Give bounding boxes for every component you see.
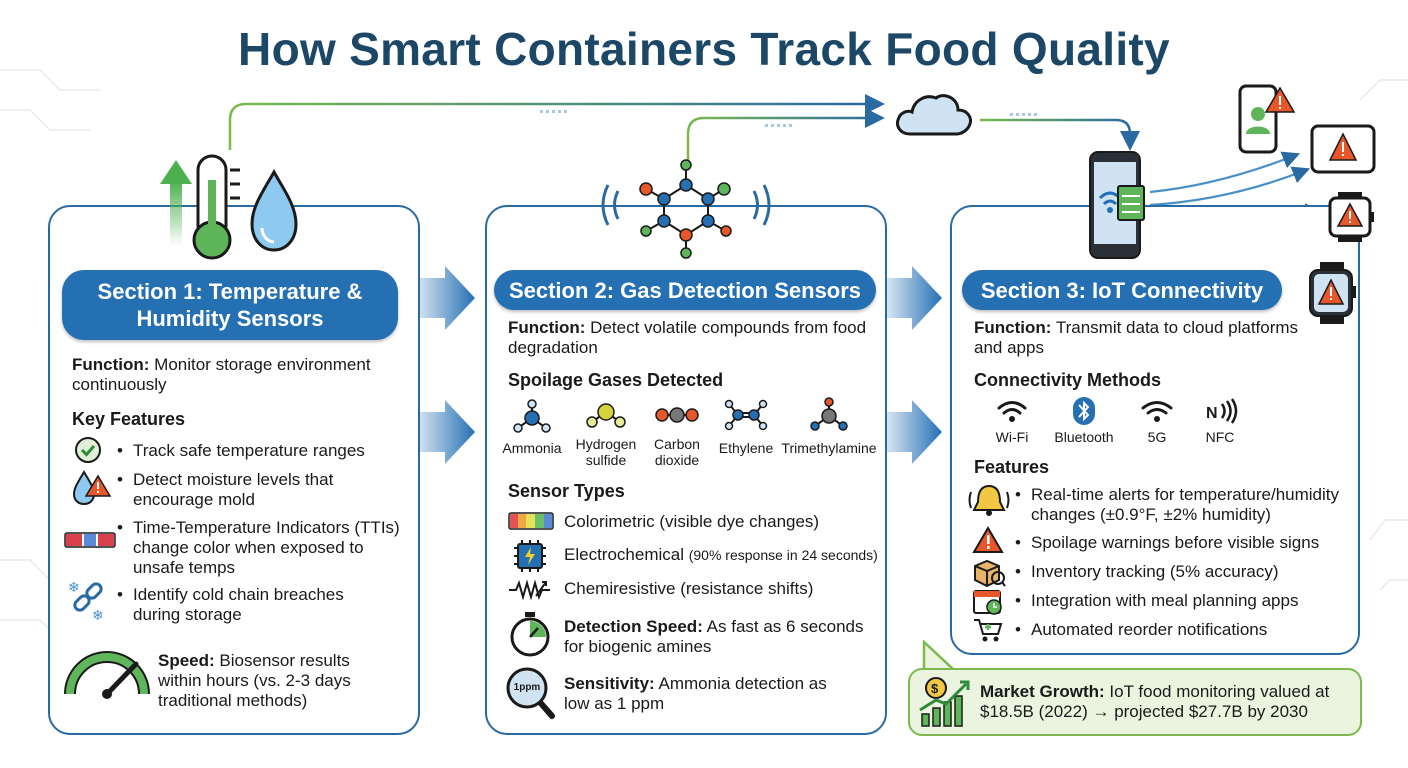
market-growth-callout (908, 668, 1362, 736)
flow-arrow-4 (875, 400, 942, 464)
5g-signal-icon (1141, 401, 1173, 422)
smartwatch-alert-icon (1309, 262, 1356, 324)
section3-connectivity-header: Connectivity Methods (974, 370, 1162, 390)
svg-text:❄: ❄ (92, 608, 104, 622)
gas-label-trimethylamine: Trimethylamine (781, 440, 877, 456)
gas-label-hydrogen-sulfide: Hydrogen sulfide (575, 436, 637, 468)
svg-text:$: $ (931, 681, 939, 696)
tti-strip-icon (64, 532, 116, 548)
inventory-box-icon (974, 559, 1006, 588)
ammonia-molecule-icon (513, 399, 551, 433)
growth-chart-icon: $ (919, 677, 970, 727)
cart-icon (974, 619, 1003, 642)
speed-gauge-icon (64, 651, 150, 699)
flow-arrow-3 (875, 266, 942, 330)
method-label-5g: 5G (1147, 429, 1167, 445)
sensor-type-chemiresistive: Chemiresistive (resistance shifts) (564, 579, 814, 598)
flow-arrow-1 (405, 266, 475, 330)
wifi-icon (997, 401, 1027, 422)
trimethylamine-molecule-icon (810, 397, 848, 431)
gas-molecule-signal-icon (601, 159, 771, 259)
warning-icon (972, 526, 1004, 553)
hydrogen-sulfide-molecule-icon (586, 403, 626, 428)
section2-sensor-types-header: Sensor Types (508, 481, 625, 501)
section3-feature-2: Spoilage warnings before visible signs (1015, 533, 1356, 553)
section3-feature-1: Real-time alerts for temperature/humidit… (1015, 485, 1356, 525)
method-label-wifi: Wi-Fi (995, 429, 1029, 445)
section2-gases-header: Spoilage Gases Detected (508, 370, 724, 390)
section2-sensitivity: Sensitivity: Ammonia detection as low as… (564, 674, 827, 713)
chip-icon (514, 540, 546, 572)
page-title: How Smart Containers Track Food Quality (238, 23, 1170, 75)
section1-features-header: Key Features (72, 409, 186, 429)
gas-label-ethylene: Ethylene (718, 440, 774, 456)
color-strip-icon (508, 512, 554, 530)
water-drop-warning-icon (72, 470, 112, 506)
smartphone-icon (1089, 151, 1145, 259)
sensor-type-colorimetric: Colorimetric (visible dye changes) (564, 512, 820, 531)
section1-feature-4: Identify cold chain breaches during stor… (117, 585, 383, 625)
section1-feature-1: Track safe temperature ranges (117, 441, 403, 461)
section3-title: Section 3: IoT Connectivity (962, 270, 1282, 310)
section3-feature-3: Inventory tracking (5% accuracy) (1015, 562, 1356, 582)
carbon-dioxide-molecule-icon (655, 407, 699, 423)
section1-title: Section 1: Temperature & Humidity Sensor… (62, 270, 398, 340)
phone-alert-icon (1238, 84, 1296, 154)
alarm-bell-icon (968, 484, 1010, 516)
section2-title: Section 2: Gas Detection Sensors (494, 270, 876, 310)
broken-chain-icon: ❄ ❄ (68, 580, 104, 622)
sensor-type-electrochemical: Electrochemical (90% response in 24 seco… (564, 545, 878, 564)
section3-feature-4: Integration with meal planning apps (1015, 591, 1356, 611)
ppm-badge-label: 1ppm (513, 682, 541, 693)
section2-detection-speed: Detection Speed: As fast as 6 seconds fo… (564, 617, 864, 656)
method-label-bluetooth: Bluetooth (1054, 429, 1114, 445)
nfc-icon: N (1206, 398, 1238, 424)
section2-function: Function: Detect volatile compounds from… (508, 318, 867, 357)
section3-features-header: Features (974, 457, 1050, 477)
watch-alert-icon (1328, 192, 1374, 242)
tablet-alert-icon (1310, 124, 1376, 174)
section1-feature-2: Detect moisture levels that encourage mo… (117, 470, 363, 510)
stopwatch-icon (510, 612, 550, 657)
gas-label-carbon-dioxide: Carbon dioxide (654, 436, 700, 468)
bluetooth-icon (1073, 397, 1095, 425)
calendar-icon (973, 590, 1002, 615)
gas-label-ammonia: Ammonia (502, 440, 562, 456)
section3-function: Function: Transmit data to cloud platfor… (974, 318, 1299, 357)
temperature-humidity-icon (160, 154, 298, 260)
method-label-nfc: NFC (1205, 429, 1235, 445)
resistor-icon (509, 579, 550, 600)
check-circle-icon (75, 437, 101, 463)
ethylene-molecule-icon (724, 399, 768, 431)
section3-feature-5: Automated reorder notifications (1015, 620, 1356, 640)
magnifier-ppm-icon (506, 667, 555, 719)
market-growth-text: Market Growth: IoT food monitoring value… (980, 682, 1330, 721)
section1-speed: Speed: Biosensor results within hours (v… (158, 651, 351, 710)
section1-feature-3: Time-Temperature Indicators (TTIs) chang… (117, 518, 403, 578)
svg-text:N: N (1206, 405, 1218, 422)
section1-function: Function: Monitor storage environment co… (72, 355, 371, 394)
flow-arrow-2 (405, 400, 475, 464)
svg-text:❄: ❄ (68, 580, 80, 596)
cloud-icon (896, 94, 972, 136)
